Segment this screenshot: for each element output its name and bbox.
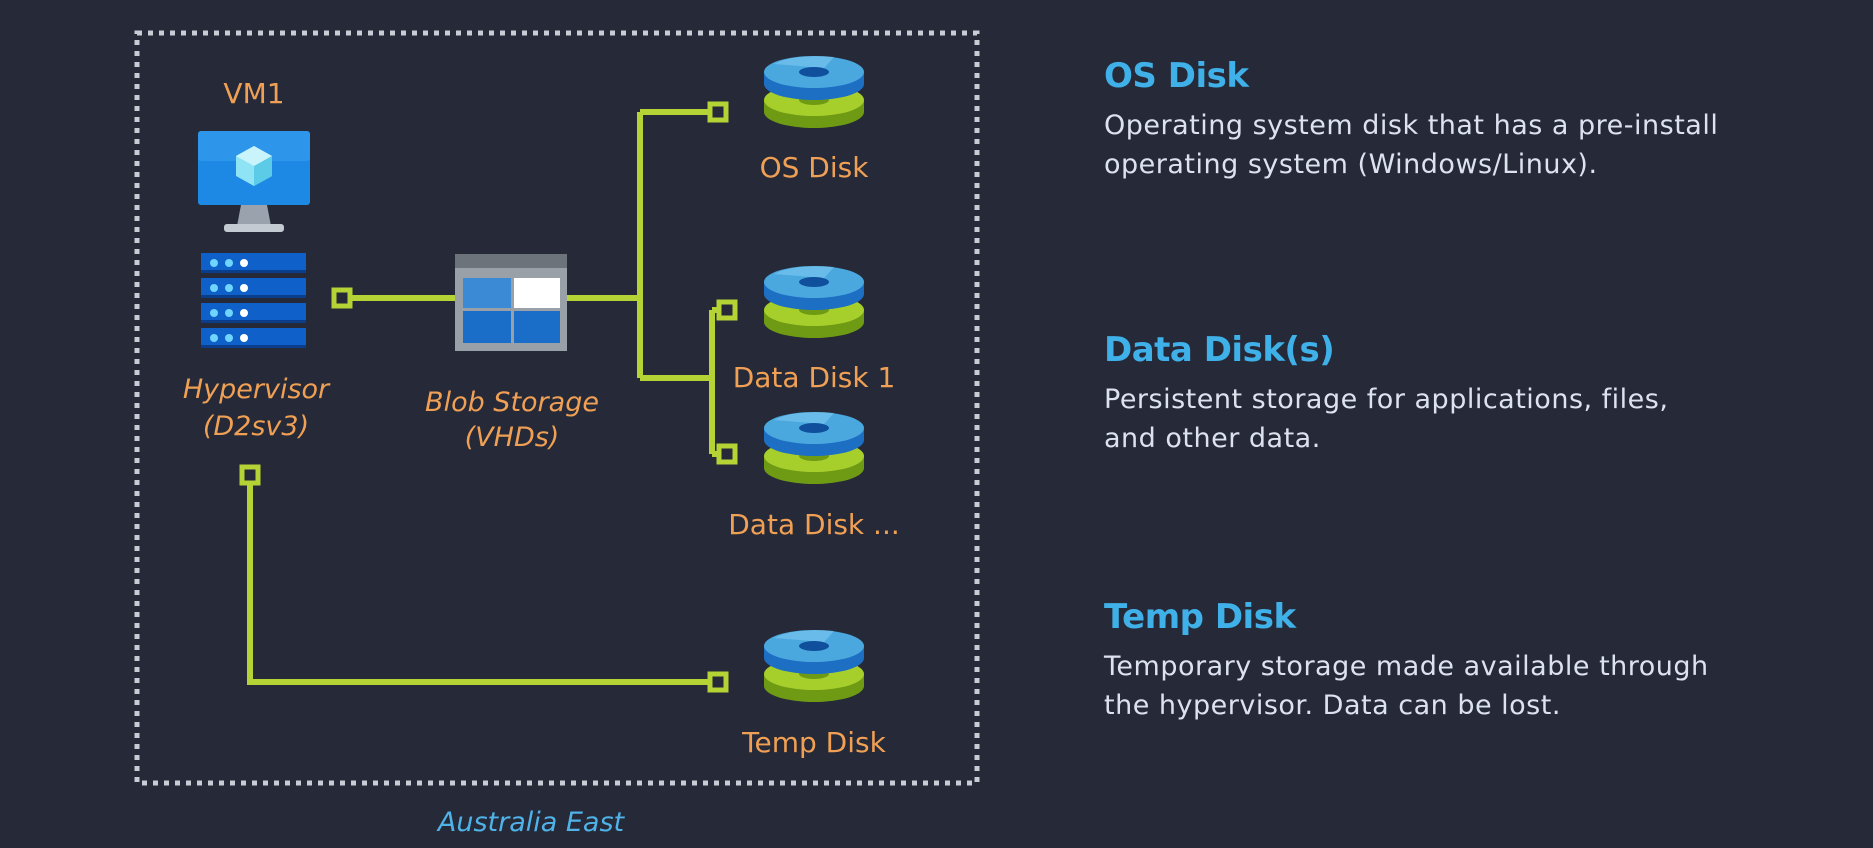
temp-disk-label: Temp Disk (741, 726, 886, 759)
temp-disk-text: Temporary storage made available through… (1104, 651, 1709, 721)
disk-icon (764, 56, 864, 128)
storage-icon (455, 254, 567, 351)
disk-icon (764, 630, 864, 702)
vm-label: VM1 (223, 77, 284, 110)
data-disk-more-label: Data Disk ... (728, 508, 900, 541)
temp-disk-title: Temp Disk (1104, 597, 1296, 637)
blob-storage-sub-label: (VHDs) (465, 422, 560, 453)
port-data-disk-1 (716, 299, 738, 321)
monitor-icon (198, 131, 310, 232)
disk-icon (764, 412, 864, 484)
disk-icon (764, 266, 864, 338)
connectors (239, 101, 738, 693)
region-boundary (134, 30, 980, 786)
data-disk-title: Data Disk(s) (1104, 330, 1335, 370)
region-label: Australia East (436, 807, 626, 838)
port-temp-disk (707, 671, 729, 693)
os-disk-label: OS Disk (760, 151, 870, 184)
hypervisor-sku-label: (D2sv3) (203, 411, 309, 442)
port-hypervisor-temp (239, 464, 261, 486)
hypervisor-label: Hypervisor (183, 374, 331, 405)
temp-disk-description: Temp Disk Temporary storage made availab… (1104, 597, 1724, 725)
blob-storage-label: Blob Storage (425, 387, 599, 418)
os-disk-title: OS Disk (1104, 56, 1249, 96)
server-icon (201, 253, 306, 348)
data-disk-1-label: Data Disk 1 (733, 361, 896, 394)
os-disk-text: Operating system disk that has a pre-ins… (1104, 110, 1719, 180)
port-hypervisor (331, 287, 353, 309)
port-os-disk (707, 101, 729, 123)
data-disk-text: Persistent storage for applications, fil… (1104, 384, 1669, 454)
port-data-disk-more (716, 443, 738, 465)
data-disk-description: Data Disk(s) Persistent storage for appl… (1104, 330, 1724, 458)
os-disk-description: OS Disk Operating system disk that has a… (1104, 56, 1724, 184)
